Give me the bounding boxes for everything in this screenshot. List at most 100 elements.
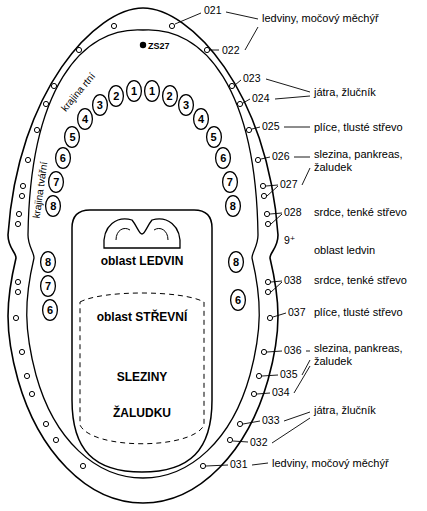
tooth-shape [216, 148, 231, 169]
tooth-shape [46, 196, 61, 217]
acupoint-zs27 [140, 42, 146, 48]
point-number: 037 [288, 306, 306, 319]
lip-point [16, 211, 21, 216]
tooth-number: 6 [230, 289, 246, 311]
lip-point [261, 349, 266, 354]
tooth-number: 7 [48, 171, 64, 193]
point-number: 9⁺ [284, 234, 295, 247]
lip-point [261, 193, 266, 198]
tooth-number: 5 [206, 126, 222, 148]
tooth: 5 [64, 126, 80, 148]
point-number: 024 [252, 92, 270, 105]
lip-point [19, 349, 24, 354]
region-label: játra, žlučník [314, 404, 376, 417]
lip-point [111, 23, 116, 28]
lip-point [267, 315, 272, 320]
region-label: ZS27 [148, 40, 170, 53]
tooth-number: 6 [42, 299, 58, 321]
region-label: slezina, pankreas, žaludek [314, 148, 418, 174]
lip-point [264, 211, 269, 216]
tooth: 6 [42, 299, 58, 321]
tooth-number: 4 [193, 108, 209, 130]
lip-point [227, 437, 232, 442]
tooth-shape [179, 95, 194, 116]
tooth-shape [127, 80, 142, 101]
lip-point [169, 23, 174, 28]
tooth: 4 [77, 108, 93, 130]
region-label: srdce, tenké střevo [314, 206, 407, 219]
lip-point [29, 391, 34, 396]
lip-point [80, 463, 85, 468]
lip-point [260, 183, 265, 188]
lip-point [246, 127, 251, 132]
tooth-number: 6 [55, 147, 71, 169]
lip-point [76, 47, 81, 52]
tooth-shape [231, 290, 246, 311]
tooth-shape [78, 109, 93, 130]
region-label: plíce, tlusté střevo [314, 121, 403, 134]
tooth-shape [225, 196, 240, 217]
lip-point [265, 279, 270, 284]
tongue: oblast LEDVINoblast STŘEVNÍSLEZINYŽALUDK… [72, 210, 212, 472]
tooth-shape [55, 148, 70, 169]
lip-point [43, 421, 48, 426]
region-label: slezina, pankreas, žaludek [314, 342, 418, 368]
lip-point [256, 373, 261, 378]
tooth-number: 1 [126, 80, 142, 102]
lip-point [229, 83, 234, 88]
point-number: 028 [284, 206, 302, 219]
tooth-shape [222, 171, 237, 192]
lip-point [265, 221, 270, 226]
lip-point [19, 193, 24, 198]
tooth-number: 5 [64, 126, 80, 148]
point-number: 035 [280, 368, 298, 381]
tooth: 8 [225, 195, 241, 217]
lip-point [237, 421, 242, 426]
tooth: 1 [126, 80, 142, 102]
tongue-outline [72, 210, 212, 472]
tooth-number: 2 [108, 85, 124, 107]
tooth-number: 8 [228, 251, 244, 273]
lip-point [20, 183, 25, 188]
tooth-number: 4 [77, 108, 93, 130]
tooth: 7 [48, 171, 64, 193]
tooth: 5 [206, 126, 222, 148]
tooth: 3 [178, 94, 194, 116]
tooth-shape [92, 95, 107, 116]
tooth-number: 6 [215, 147, 231, 169]
tooth-shape [206, 127, 221, 148]
lip-point [34, 127, 39, 132]
point-number: 031 [230, 458, 248, 471]
tongue-zone-label: oblast LEDVIN [92, 254, 192, 268]
tooth: 8 [40, 251, 56, 273]
lip-point [53, 437, 58, 442]
point-number: 038 [284, 274, 302, 287]
point-number: 025 [262, 120, 280, 133]
tongue-zone-label: ŽALUDKU [92, 406, 192, 420]
lip-point [15, 279, 20, 284]
tongue-drawing [72, 210, 212, 472]
tongue-zone-label: SLEZINY [92, 370, 192, 384]
tooth-number: 8 [40, 251, 56, 273]
tooth-shape [145, 80, 160, 101]
tooth: 2 [162, 85, 178, 107]
tooth-number: 3 [178, 94, 194, 116]
tooth: 2 [108, 85, 124, 107]
tooth: 6 [230, 289, 246, 311]
tooth: 3 [92, 94, 108, 116]
region-label: srdce, tenké střevo [314, 274, 407, 287]
palate-shape [104, 219, 180, 248]
tooth-number: 8 [45, 195, 61, 217]
lip-point [15, 289, 20, 294]
region-label: játra, žlučník [314, 86, 376, 99]
region-label: ledviny, močový měchýř [262, 12, 379, 25]
lip-point [13, 315, 18, 320]
point-number: 023 [243, 72, 261, 85]
lip-point [251, 391, 256, 396]
lip-point [237, 101, 242, 106]
lip-point [255, 157, 260, 162]
point-number: 022 [222, 44, 240, 57]
lip-point [200, 463, 205, 468]
tooth: 8 [45, 195, 61, 217]
tooth-shape [41, 276, 56, 297]
